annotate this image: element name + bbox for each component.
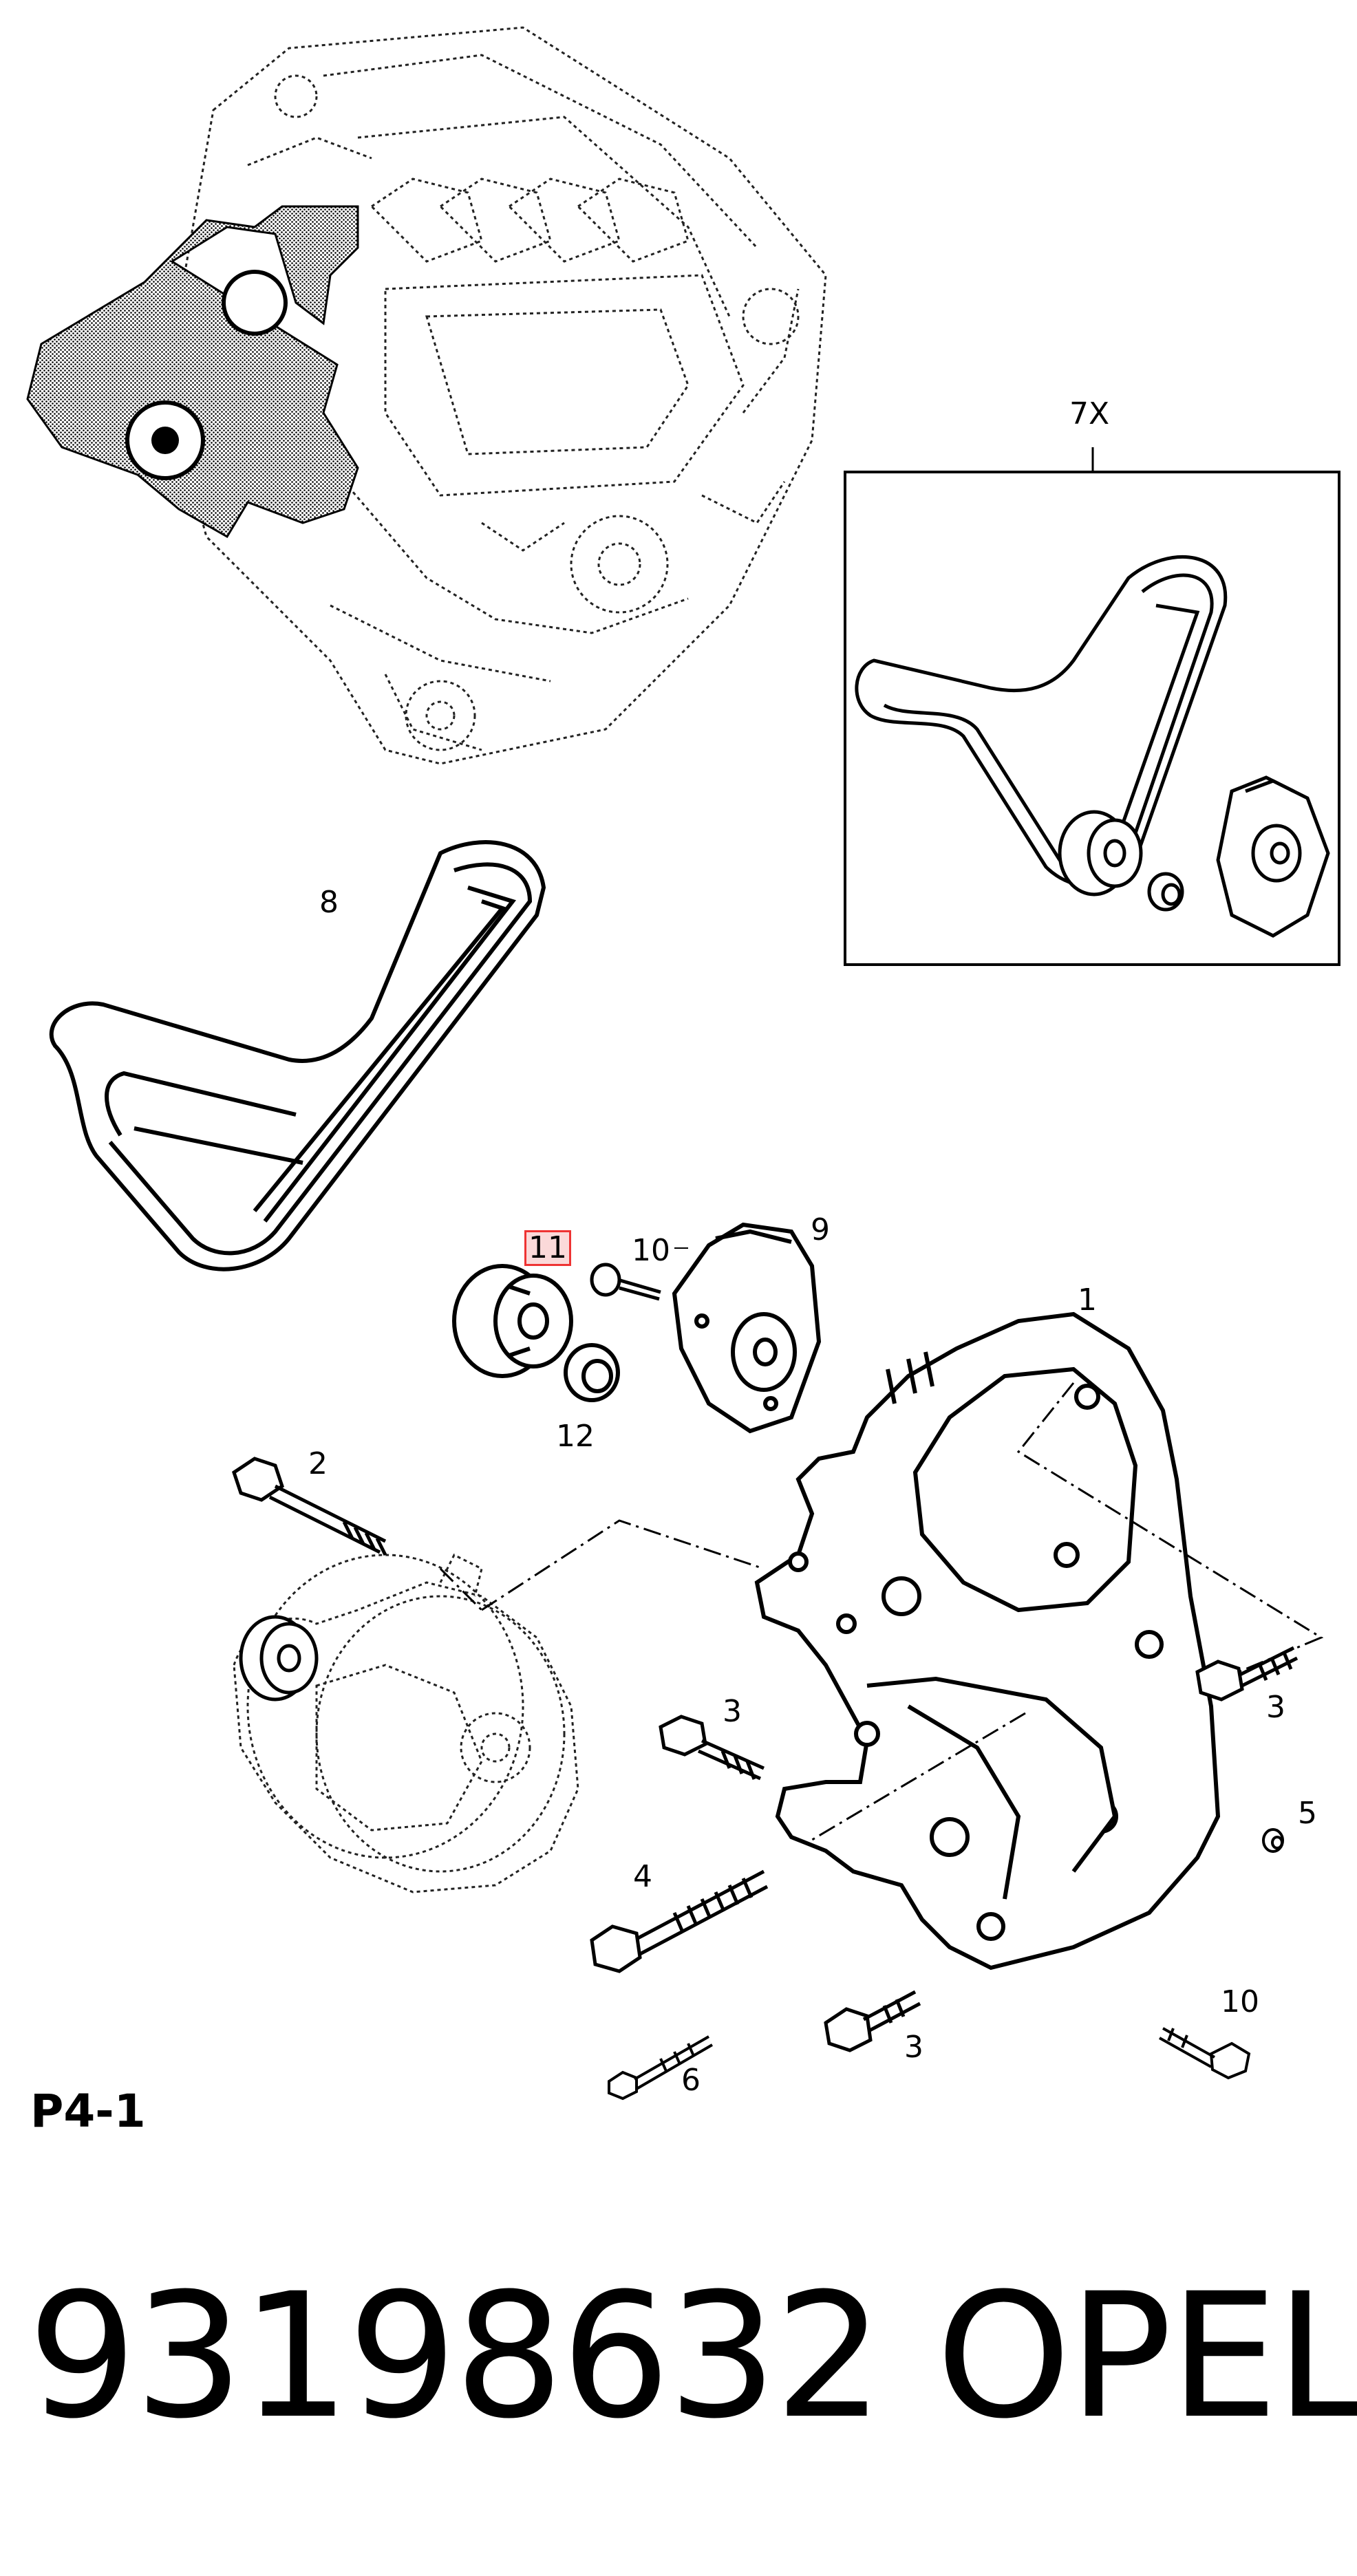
diagram-code: P4-1	[30, 2085, 146, 2138]
belt-tensioner	[672, 1222, 822, 1434]
kit-box-7x	[844, 447, 1340, 966]
callout-3-c: 3	[904, 2030, 923, 2065]
callout-4: 4	[633, 1859, 652, 1894]
callout-8: 8	[319, 885, 339, 920]
bolt-3-b	[1195, 1646, 1299, 1702]
bolt-3-a	[659, 1715, 765, 1781]
callout-9: 9	[811, 1212, 830, 1247]
callout-1: 1	[1078, 1282, 1097, 1318]
part-number: 93198632	[28, 2256, 884, 2456]
callout-11[interactable]: 11	[524, 1230, 571, 1266]
callout-10-top: 10	[632, 1233, 670, 1268]
sleeve-5	[1262, 1828, 1284, 1853]
callout-3-b: 3	[1266, 1690, 1285, 1725]
sleeve	[564, 1343, 620, 1402]
drive-belt	[49, 840, 546, 1271]
brand-name: OPEL	[936, 2256, 1357, 2456]
engine-highlight-area	[26, 205, 359, 539]
bolt-10-bottom	[1159, 2027, 1251, 2080]
idler-pulley	[452, 1264, 573, 1378]
callout-6: 6	[681, 2063, 701, 2098]
engine-overview-illustration	[164, 26, 827, 765]
mounting-bracket	[754, 1311, 1221, 1971]
bolt-10-top	[590, 1263, 661, 1301]
bolt-3-c	[824, 1990, 921, 2052]
bolt-6	[608, 2035, 714, 2101]
callout-5: 5	[1298, 1796, 1317, 1831]
callout-3-a: 3	[723, 1694, 742, 1729]
callout-12: 12	[556, 1419, 595, 1454]
callout-7x: 7X	[1069, 396, 1110, 431]
alternator-pulley	[239, 1615, 319, 1702]
callout-2: 2	[308, 1446, 328, 1481]
callout-10-bottom: 10	[1221, 1984, 1259, 2019]
alternator-illustration	[233, 1553, 579, 1893]
bolt-4	[590, 1869, 769, 1973]
bolt-2	[232, 1457, 387, 1556]
